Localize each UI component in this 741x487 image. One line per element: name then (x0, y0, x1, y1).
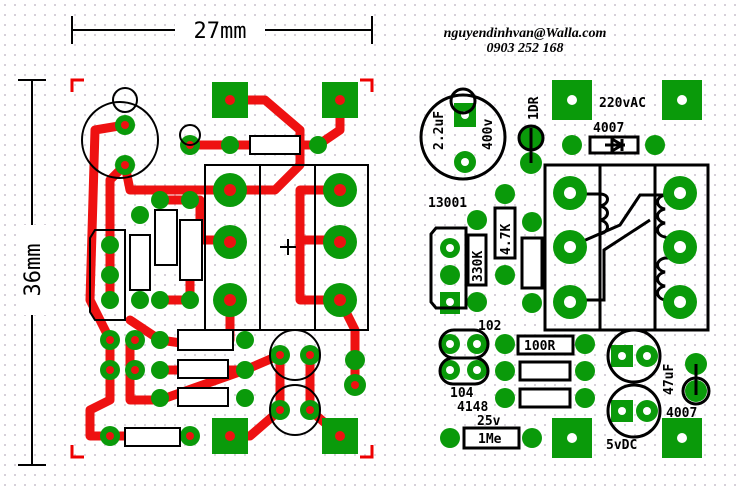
height-label: 36mm (21, 244, 46, 297)
credit-email: nguyendinhvan@Walla.com (443, 26, 607, 41)
left-pad-holes (106, 95, 359, 441)
label-diode-bottom: 4007 (666, 406, 697, 421)
left-relay-outline (204, 164, 369, 331)
label-47uf: 47uF (662, 364, 677, 395)
label-220vac: 220vAC (599, 96, 646, 111)
label-13001: 13001 (428, 196, 467, 211)
label-diode-top: 4007 (593, 121, 624, 136)
label-100r: 100R (524, 339, 555, 354)
label-102: 102 (478, 319, 501, 334)
label-cap-voltage: 400v (481, 119, 496, 150)
label-5vdc: 5vDC (606, 438, 637, 453)
label-4148: 4148 (457, 400, 488, 415)
right-pad-holes (446, 95, 687, 443)
left-component-outlines (81, 87, 321, 447)
label-cap-value: 2.2uF (432, 111, 447, 150)
label-1dr: 1DR (527, 96, 542, 120)
label-25v: 25v (477, 414, 501, 429)
left-board-corners (70, 78, 374, 459)
right-component-outlines (419, 87, 711, 450)
label-1me: 1Me (478, 432, 502, 447)
label-104: 104 (450, 386, 474, 401)
credit-phone: 0903 252 168 (486, 41, 564, 56)
right-pads (440, 80, 707, 458)
label-4k7: 4.7K (499, 224, 514, 255)
width-label: 27mm (194, 19, 247, 44)
left-pads (100, 82, 366, 454)
label-330k: 330K (471, 251, 486, 282)
